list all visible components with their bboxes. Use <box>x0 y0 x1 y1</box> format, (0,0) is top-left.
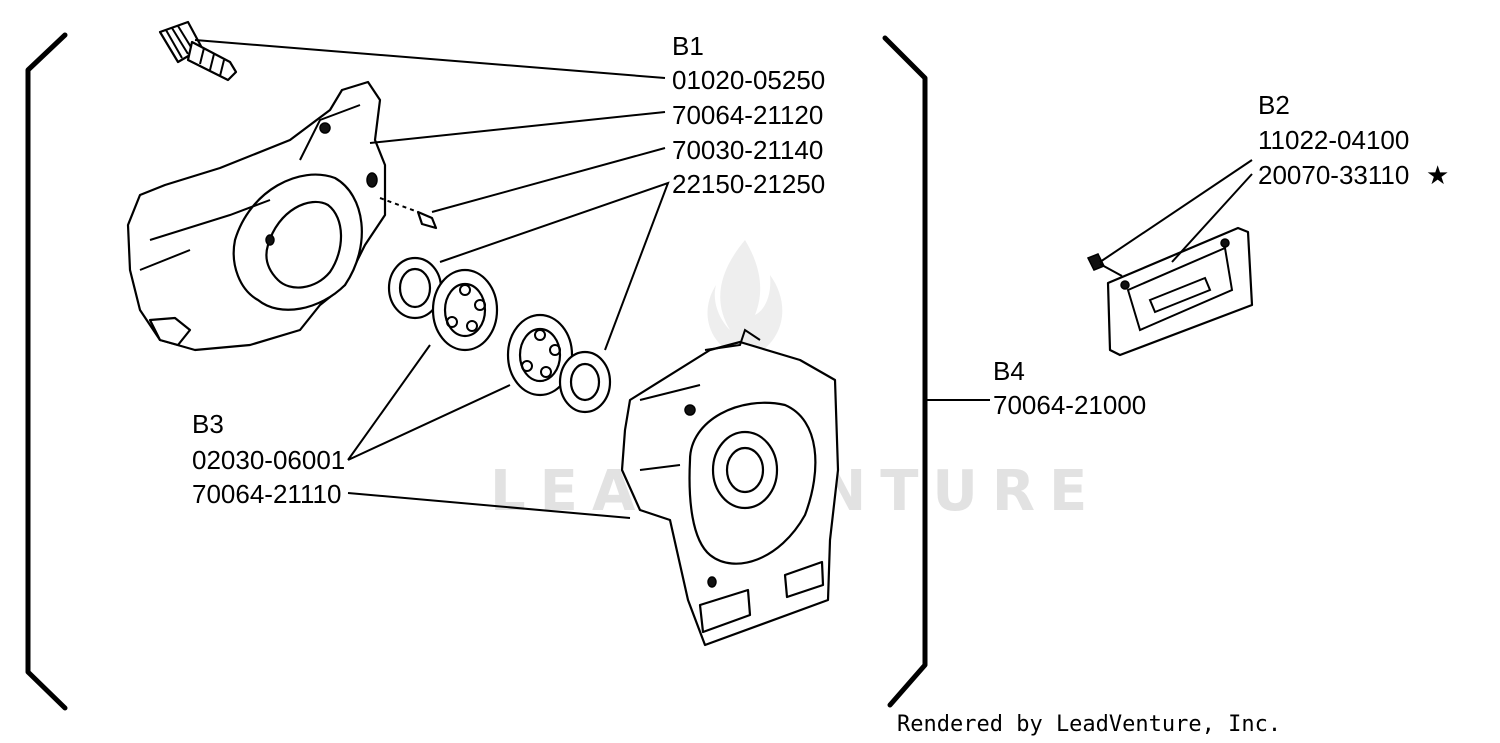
part-number: 70030-21140 <box>672 135 823 165</box>
cover-plate-part <box>1106 226 1254 357</box>
part-number: 70064-21120 <box>672 100 823 130</box>
part-number: 02030-06001 <box>192 445 345 475</box>
oil-seal-right <box>558 350 612 414</box>
group-title-b4: B4 <box>993 356 1025 386</box>
label-group-b2: B2 11022-04100 20070-33110 ★ <box>1258 90 1449 190</box>
ball-bearing-right <box>506 313 574 397</box>
part-number: 70064-21110 <box>192 479 341 509</box>
screw-part <box>1086 253 1123 277</box>
group-title-b3: B3 <box>192 409 224 439</box>
part-number: 01020-05250 <box>672 65 825 95</box>
label-group-b1: B1 01020-05250 70064-21120 70030-21140 2… <box>672 31 825 199</box>
oil-seal-left <box>387 256 443 320</box>
ball-bearing-left <box>431 268 499 352</box>
label-group-b4: B4 70064-21000 <box>993 356 1146 420</box>
part-number: 22150-21250 <box>672 169 825 199</box>
group-title-b1: B1 <box>672 31 704 61</box>
label-group-b3: B3 02030-06001 70064-21110 <box>192 409 345 509</box>
crankcase-half-left <box>126 80 387 352</box>
part-number: 11022-04100 <box>1258 125 1409 155</box>
bolt-part <box>158 20 238 82</box>
part-number: 20070-33110 <box>1258 160 1409 190</box>
flame-icon <box>707 240 783 360</box>
assembly-bracket <box>25 32 928 711</box>
dowel-pin-part <box>379 197 438 230</box>
part-number: 70064-21000 <box>993 390 1146 420</box>
star-icon: ★ <box>1426 160 1449 190</box>
leader-lines <box>194 39 1253 519</box>
credit-text: Rendered by LeadVenture, Inc. <box>897 712 1281 737</box>
crankcase-half-right <box>620 328 840 647</box>
group-title-b2: B2 <box>1258 90 1290 120</box>
